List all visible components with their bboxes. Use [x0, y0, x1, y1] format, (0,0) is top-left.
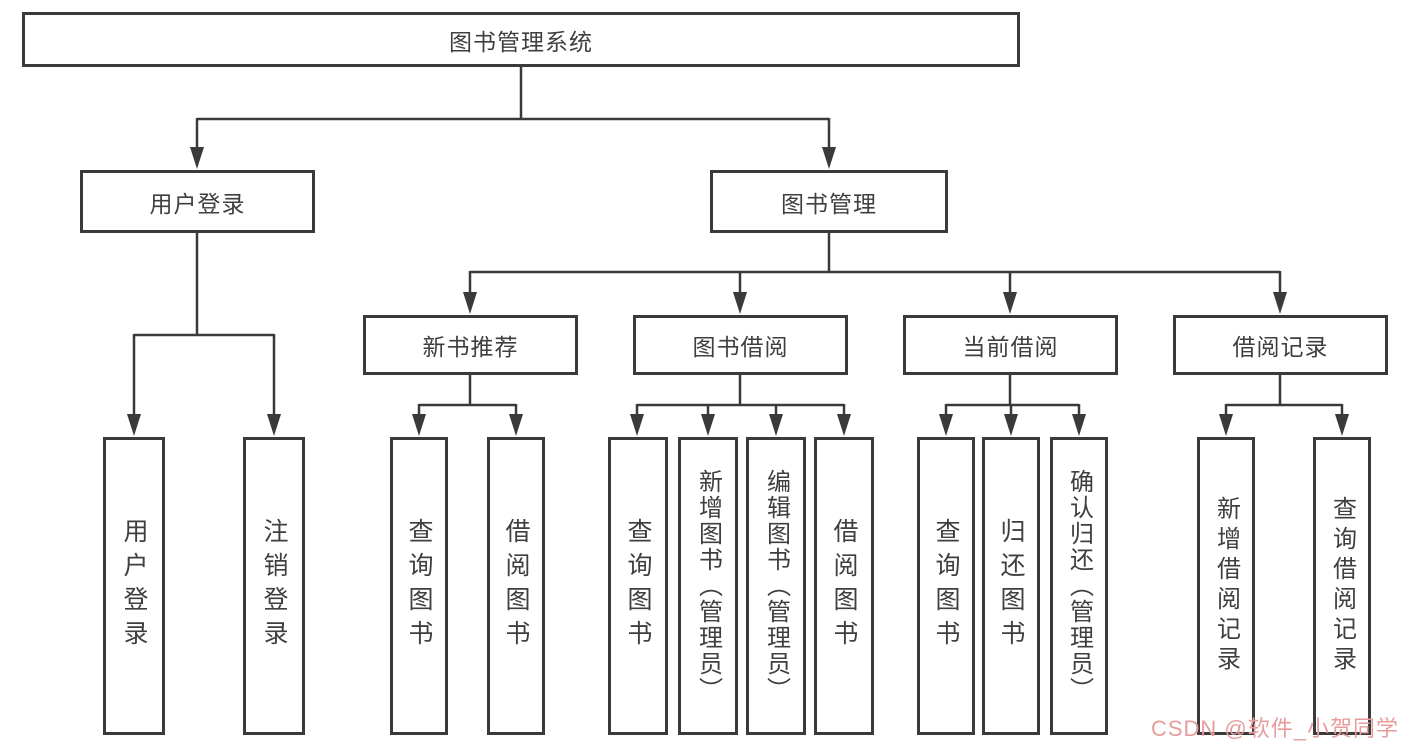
leaf-logout: 注销登录	[243, 437, 305, 735]
leaf-borrow-borrow-books: 借阅图书	[814, 437, 874, 735]
leaf-user-login: 用户登录	[103, 437, 165, 735]
node-borrow-records: 借阅记录	[1173, 315, 1388, 375]
leaf-current-confirm-return-admin: 确认归还（管理员）	[1050, 437, 1108, 735]
leaf-newbooks-query-books: 查询图书	[390, 437, 448, 735]
leaf-records-query-record: 查询借阅记录	[1313, 437, 1371, 735]
leaf-newbooks-borrow-books: 借阅图书	[487, 437, 545, 735]
node-book-management: 图书管理	[710, 170, 948, 233]
node-new-books: 新书推荐	[363, 315, 578, 375]
leaf-borrow-edit-books-admin: 编辑图书（管理员）	[746, 437, 806, 735]
node-user-login: 用户登录	[80, 170, 315, 233]
node-book-borrow: 图书借阅	[633, 315, 848, 375]
leaf-current-query-books: 查询图书	[917, 437, 975, 735]
node-current-borrow: 当前借阅	[903, 315, 1118, 375]
leaf-borrow-add-books-admin: 新增图书（管理员）	[678, 437, 738, 735]
leaf-borrow-query-books: 查询图书	[608, 437, 668, 735]
leaf-current-return-books: 归还图书	[982, 437, 1040, 735]
leaf-records-add-record: 新增借阅记录	[1197, 437, 1255, 735]
arrowheads	[127, 147, 1349, 436]
csdn-watermark: CSDN @软件_小贺同学	[1150, 716, 1399, 741]
node-root: 图书管理系统	[22, 12, 1020, 67]
